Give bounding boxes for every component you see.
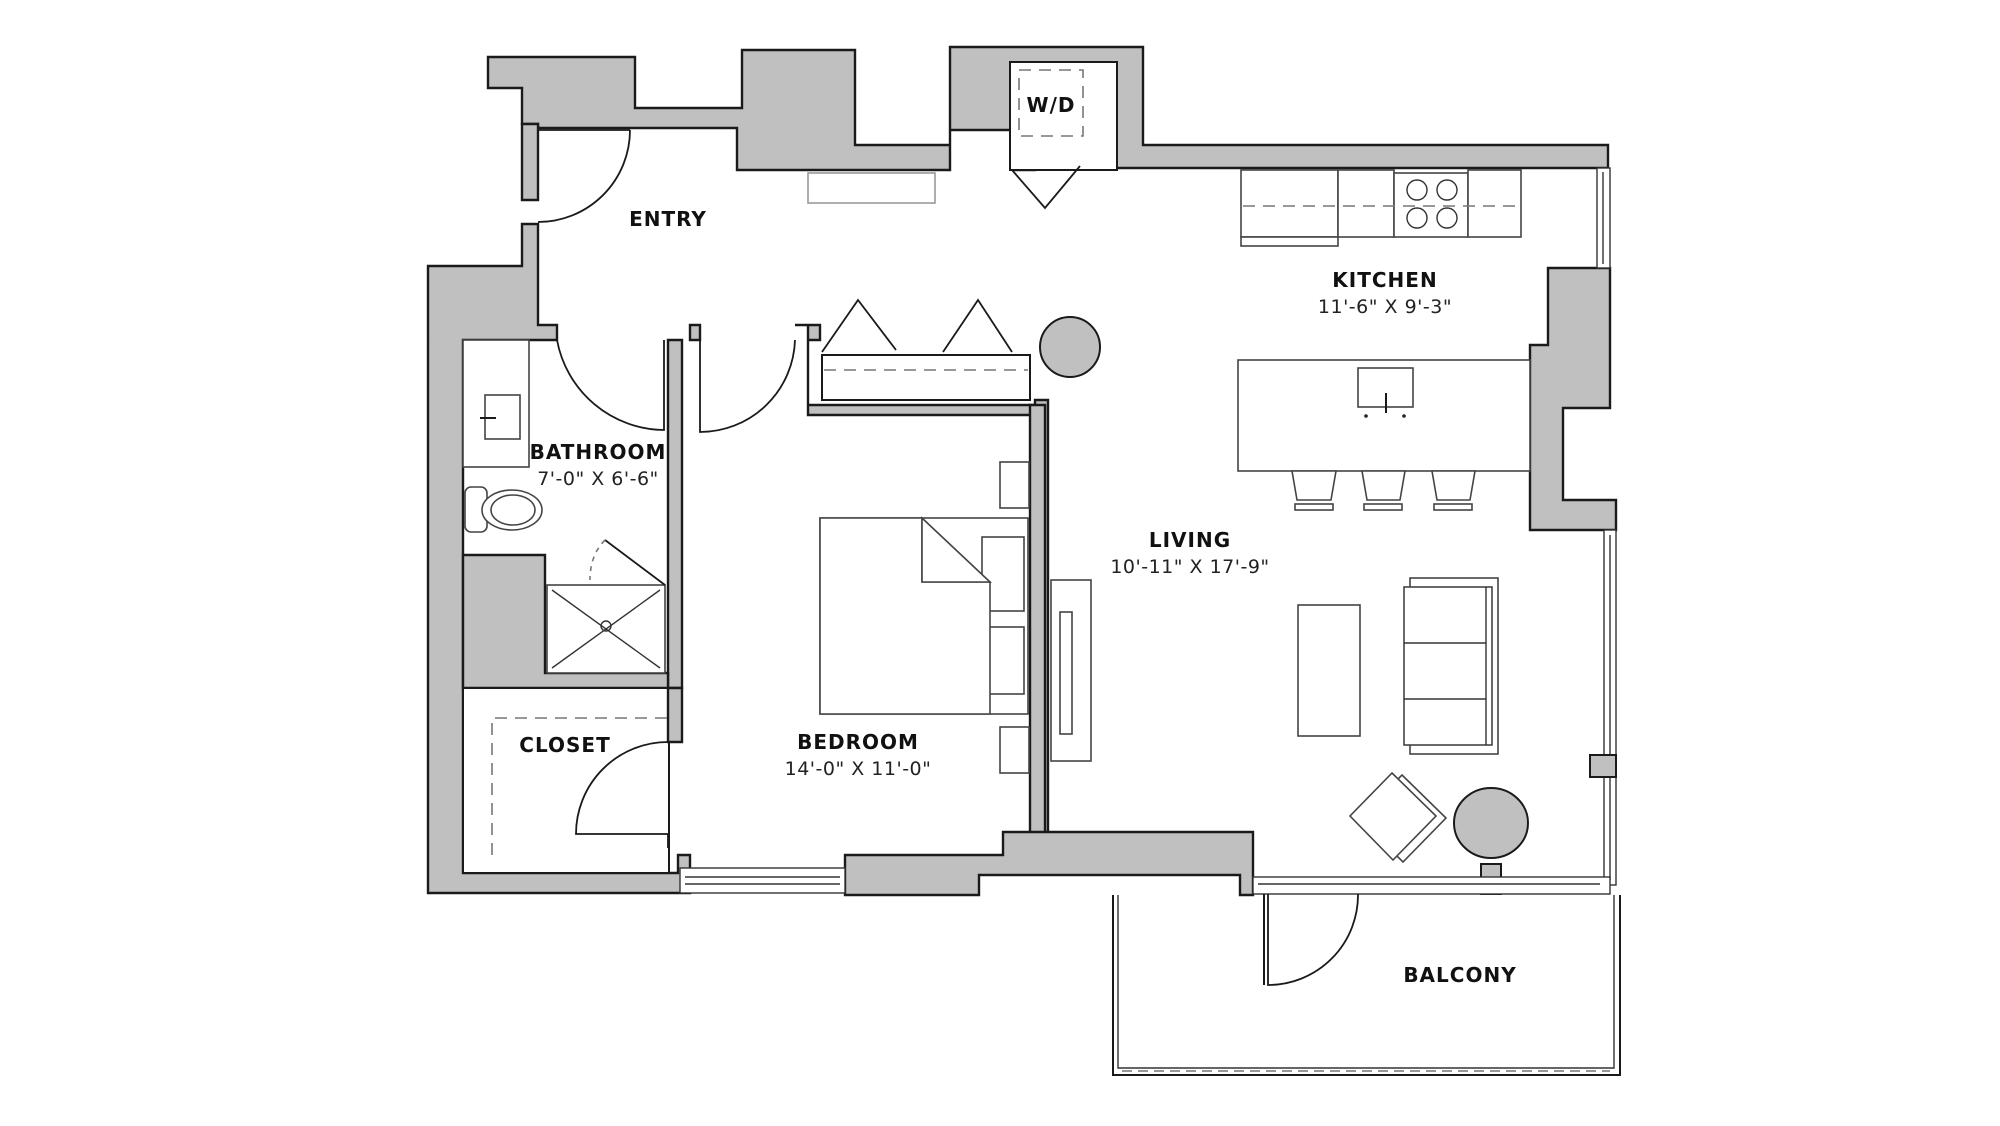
wd-closet: [1009, 61, 1118, 171]
shower-door[interactable]: [604, 539, 666, 586]
room-name: KITCHEN: [1332, 268, 1438, 292]
living-south-window: [1252, 876, 1611, 895]
wall-west: [520, 122, 540, 202]
room-name: BEDROOM: [797, 730, 919, 754]
room-dimensions: 14'-0" X 11'-0": [784, 758, 932, 780]
room-name: W/D: [1026, 93, 1076, 117]
closet-interior: [462, 687, 670, 874]
balcony: [1112, 895, 1621, 1076]
nightstand-bottom: [999, 726, 1030, 774]
side-table: [1453, 787, 1529, 859]
kitchen-counter: [1240, 169, 1522, 247]
front-door[interactable]: [537, 129, 631, 223]
room-label-kitchen: KITCHEN 11'-6" X 9'-3": [1318, 268, 1452, 318]
room-name: LIVING: [1148, 528, 1232, 552]
room-label-living: LIVING 10'-11" X 17'-9": [1110, 528, 1269, 578]
room-name: BALCONY: [1403, 963, 1517, 987]
toilet: [464, 486, 543, 533]
room-dimensions: 11'-6" X 9'-3": [1317, 296, 1453, 318]
hall-closet-interior: [821, 354, 1031, 401]
bedroom-window: [679, 867, 846, 894]
room-name: ENTRY: [629, 207, 707, 231]
room-name: BATHROOM: [529, 440, 667, 464]
wall-bedroom-divider: [1028, 403, 1047, 842]
room-dimensions: 10'-11" X 17'-9": [1110, 556, 1270, 578]
wall-closet-east: [666, 686, 684, 744]
room-label-balcony: BALCONY: [1403, 963, 1516, 987]
bathroom-door[interactable]: [556, 339, 665, 431]
room-dimensions: 7'-0" X 6'-6": [537, 468, 659, 490]
sofa: [1403, 577, 1499, 755]
room-label-wd: W/D: [1027, 93, 1076, 117]
tv-console: [1050, 579, 1092, 762]
living-east-pier: [1589, 754, 1617, 778]
room-label-entry: ENTRY: [629, 207, 707, 231]
fridge: [1240, 169, 1339, 238]
closet-shelf: [491, 717, 668, 855]
shower: [546, 539, 666, 674]
bar-stools: [1291, 470, 1476, 511]
room-label-closet: CLOSET: [519, 733, 610, 757]
lounge-chair: [1348, 771, 1448, 864]
wall-south-bedroom: [843, 830, 1255, 897]
nightstand-top: [999, 461, 1030, 509]
room-name: CLOSET: [519, 733, 611, 757]
closet-door[interactable]: [575, 741, 669, 848]
hall-closet-bifold-right[interactable]: [942, 298, 1013, 353]
wd-appliance-outline: [1018, 69, 1084, 137]
wall-east-kitchen: [1528, 266, 1618, 532]
entry-console: [807, 172, 936, 204]
cooktop: [1393, 172, 1469, 238]
wd-bifold-door[interactable]: [1011, 165, 1081, 210]
coffee-table: [1297, 604, 1361, 737]
structural-column: [1039, 316, 1101, 378]
balcony-door[interactable]: [1267, 893, 1359, 986]
wall-west-main: [426, 222, 692, 895]
hall-closet-bifold-left[interactable]: [821, 298, 897, 353]
bedroom-door[interactable]: [699, 339, 796, 433]
kitchen-island: [1237, 359, 1531, 472]
room-label-bathroom: BATHROOM 7'-0" X 6'-6": [530, 440, 667, 490]
bed: [819, 461, 1030, 774]
wall-bath-east: [666, 338, 684, 690]
room-label-bedroom: BEDROOM 14'-0" X 11'-0": [785, 730, 932, 780]
